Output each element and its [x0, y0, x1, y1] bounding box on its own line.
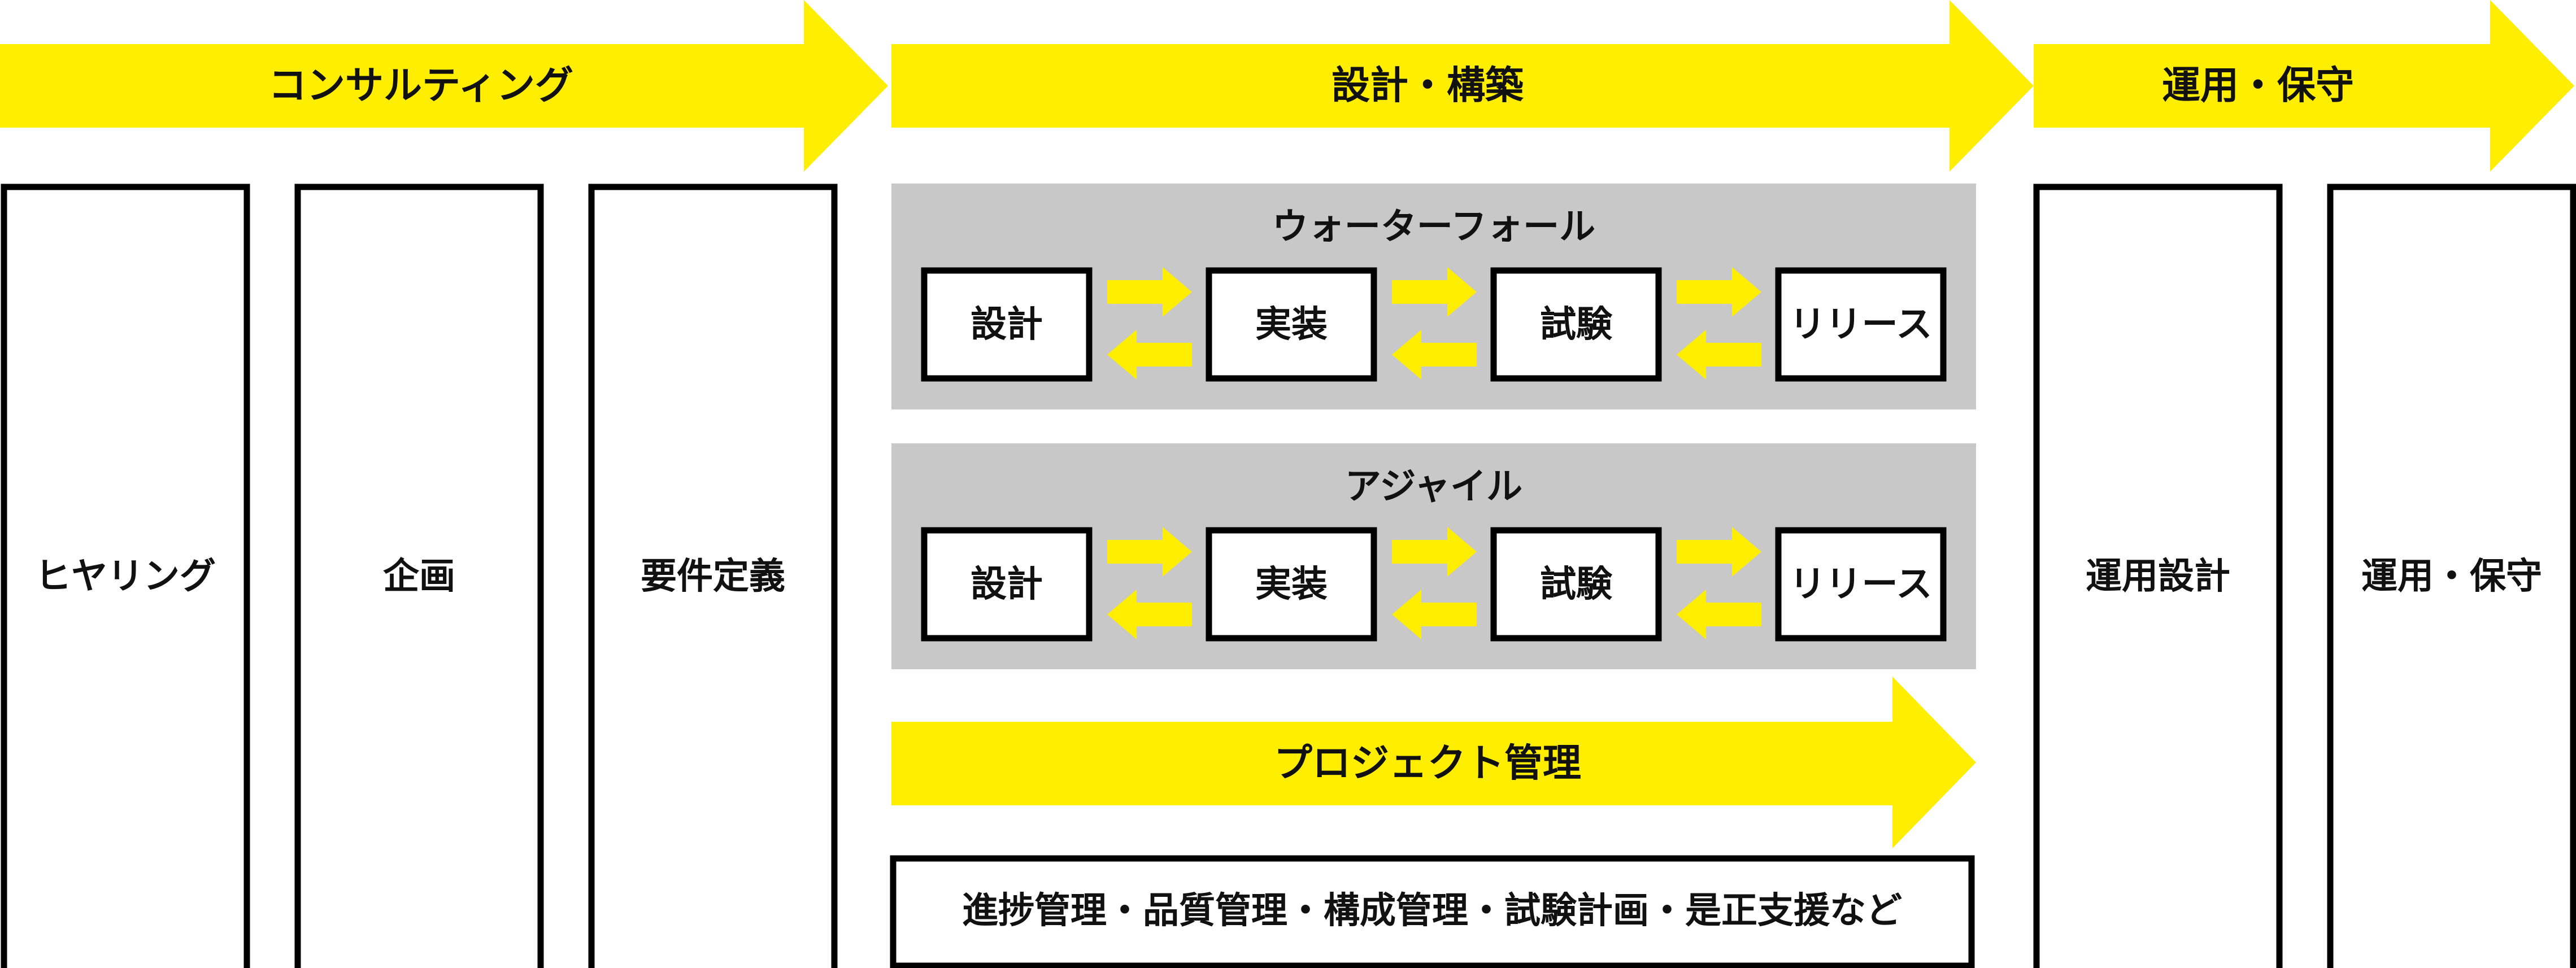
agile-forward-arrow-1 [1107, 527, 1192, 577]
project-management-arrow: プロジェクト管理 [891, 677, 1976, 848]
waterfall-back-arrow-2 [1392, 330, 1477, 380]
column-label-planning: 企画 [383, 556, 455, 598]
consulting-column-planning: 企画 [294, 184, 544, 968]
project-management-arrow-shape [891, 677, 1976, 848]
design-build-phase-label: 設計・構築 [1331, 64, 1524, 108]
waterfall-panel: ウォーターフォール 設計 実装 試験 リリース [891, 184, 1976, 409]
agile-step-implement: 実装 [1255, 564, 1328, 605]
design-build-phase-arrow: 設計・構築 [891, 0, 2034, 172]
agile-panel-title: アジャイル [1345, 466, 1522, 508]
agile-forward-arrow-2 [1392, 527, 1477, 577]
project-management-tasks: 進捗管理・品質管理・構成管理・試験計画・是正支援など [890, 855, 1975, 968]
operations-column-design: 運用設計 [2033, 184, 2283, 968]
consulting-column-requirements: 要件定義 [588, 184, 838, 968]
operations-arrow-shape [2034, 0, 2574, 172]
agile-step-release: リリース [1790, 564, 1933, 605]
consulting-column-hearing: ヒヤリング [1, 184, 250, 968]
agile-step-test: 試験 [1540, 564, 1613, 605]
waterfall-step-test: 試験 [1540, 304, 1613, 346]
agile-back-arrow-3 [1677, 590, 1761, 639]
agile-panel: アジャイル 設計 実装 試験 リリース [891, 443, 1976, 669]
agile-back-arrow-2 [1392, 590, 1477, 639]
waterfall-forward-arrow-2 [1392, 267, 1477, 317]
waterfall-step-release: リリース [1790, 304, 1933, 346]
agile-forward-arrow-3 [1677, 527, 1761, 577]
project-management-tasks-label: 進捗管理・品質管理・構成管理・試験計画・是正支援など [962, 890, 1902, 932]
operations-phase-label: 運用・保守 [2162, 64, 2354, 108]
operations-column-maintenance: 運用・保守 [2327, 184, 2576, 968]
column-label-operations-design: 運用設計 [2086, 556, 2230, 598]
consulting-phase-label: コンサルティング [268, 64, 573, 108]
waterfall-forward-arrow-3 [1677, 267, 1761, 317]
agile-step-design: 設計 [971, 564, 1043, 605]
agile-back-arrow-1 [1107, 590, 1192, 639]
project-management-label: プロジェクト管理 [1274, 742, 1581, 786]
consulting-phase-arrow: コンサルティング [0, 0, 888, 172]
waterfall-step-implement: 実装 [1255, 304, 1328, 346]
column-label-hearing: ヒヤリング [35, 556, 216, 598]
waterfall-back-arrow-3 [1677, 330, 1761, 380]
waterfall-forward-arrow-1 [1107, 267, 1192, 317]
operations-phase-arrow: 運用・保守 [2034, 0, 2574, 172]
column-label-requirements: 要件定義 [641, 556, 785, 598]
waterfall-panel-title: ウォーターフォール [1272, 206, 1595, 248]
waterfall-back-arrow-1 [1107, 330, 1192, 380]
consulting-arrow-shape [0, 0, 888, 172]
design-build-arrow-shape [891, 0, 2034, 172]
column-label-operations-maintenance: 運用・保守 [2361, 556, 2542, 598]
waterfall-step-design: 設計 [971, 304, 1043, 346]
